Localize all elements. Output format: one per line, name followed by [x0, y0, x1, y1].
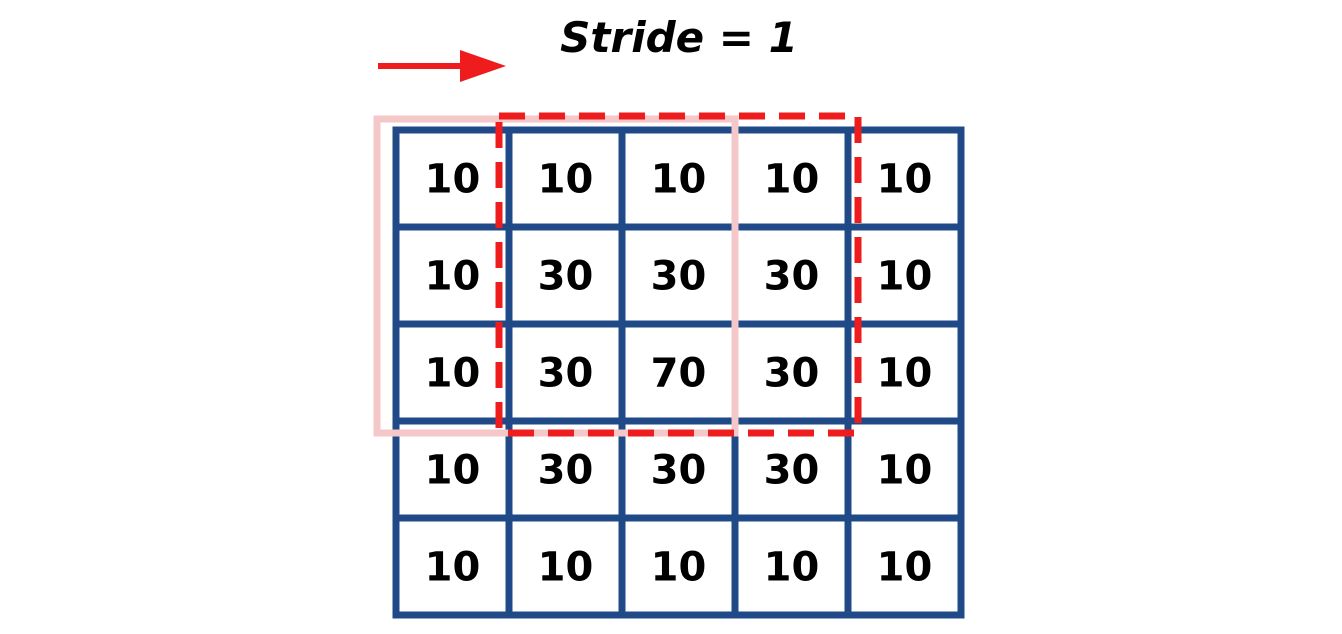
grid-cell-value: 10: [425, 448, 481, 494]
grid-cell: 10: [844, 417, 965, 522]
grid-cell-value: 10: [538, 157, 594, 203]
grid-cell: 10: [618, 514, 739, 619]
grid-cell-value: 30: [651, 448, 707, 494]
grid-cell-value: 10: [425, 254, 481, 300]
grid-cell-value: 30: [764, 351, 820, 397]
grid-cell: 10: [844, 126, 965, 231]
grid-cell-value: 30: [538, 448, 594, 494]
grid-cell-value: 10: [877, 254, 933, 300]
grid-cell: 10: [392, 223, 513, 328]
grid-cell: 10: [618, 126, 739, 231]
grid-cell-value: 10: [877, 157, 933, 203]
grid-cell-border: [844, 417, 965, 522]
grid-cell: 30: [731, 223, 852, 328]
grid-cell-border: [844, 223, 965, 328]
grid-cell-value: 10: [764, 545, 820, 591]
input-grid: 10 10 10 10 10 10 30 30 30 10 10 30 70 30 10 10 30 30 30 10…: [392, 126, 965, 619]
grid-cell-border: [844, 514, 965, 619]
grid-cell-value: 30: [538, 254, 594, 300]
grid-cell: 30: [618, 223, 739, 328]
current-window-outline: [495, 112, 862, 437]
grid-cell: 10: [844, 223, 965, 328]
grid-cell-value: 10: [877, 545, 933, 591]
grid-cell: 30: [505, 320, 626, 425]
grid-cell: 10: [505, 126, 626, 231]
grid-cell-value: 30: [538, 351, 594, 397]
grid-cell-value: 10: [651, 157, 707, 203]
grid-cell: 10: [731, 126, 852, 231]
grid-cell: 10: [844, 320, 965, 425]
grid-cell-border: [392, 320, 513, 425]
grid-cell: 30: [731, 320, 852, 425]
grid-cell: 10: [731, 514, 852, 619]
grid-cell-border: [844, 126, 965, 231]
diagram-title: Stride = 1: [560, 13, 798, 62]
grid-cell-border: [731, 514, 852, 619]
grid-cell: 10: [392, 320, 513, 425]
grid-cell: 10: [392, 126, 513, 231]
grid-cell: 10: [392, 514, 513, 619]
grid-cell: 70: [618, 320, 739, 425]
grid-cell-value: 10: [877, 351, 933, 397]
grid-cell: 30: [505, 223, 626, 328]
stride-arrow: [378, 50, 506, 82]
grid-cell-value: 10: [877, 448, 933, 494]
grid-cell-value: 30: [764, 448, 820, 494]
grid-cell-value: 30: [764, 254, 820, 300]
grid-cell-value: 10: [425, 157, 481, 203]
grid-cell-value: 10: [651, 545, 707, 591]
stride-arrow-head: [460, 50, 506, 82]
grid-cell-value: 10: [425, 351, 481, 397]
grid-cell: 10: [844, 514, 965, 619]
grid-cell-value: 30: [651, 254, 707, 300]
grid-cell: 10: [505, 514, 626, 619]
grid-cell-value: 10: [538, 545, 594, 591]
grid-cell-value: 70: [651, 351, 707, 397]
grid-cell-value: 10: [764, 157, 820, 203]
grid-cell-value: 10: [425, 545, 481, 591]
grid-cell-border: [844, 320, 965, 425]
